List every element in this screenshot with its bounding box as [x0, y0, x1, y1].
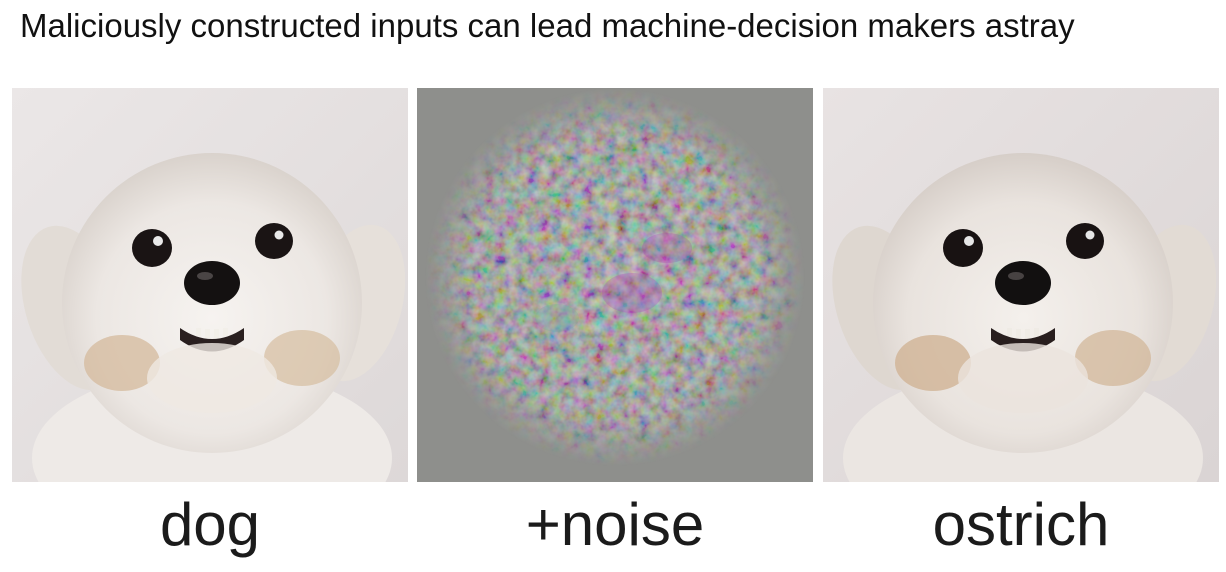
caption-noise: +noise: [525, 491, 705, 558]
dog-image: [12, 88, 408, 482]
ostrich-labeled-image: [823, 88, 1219, 482]
perturbed-dog-photo-illustration: [823, 88, 1219, 482]
noise-image: [417, 88, 813, 482]
adversarial-noise-illustration: [417, 88, 813, 482]
headline: Maliciously constructed inputs can lead …: [20, 7, 1075, 44]
dog-photo-illustration: [12, 88, 408, 482]
caption-dog: dog: [159, 491, 261, 558]
caption-ostrich: ostrich: [932, 491, 1110, 558]
